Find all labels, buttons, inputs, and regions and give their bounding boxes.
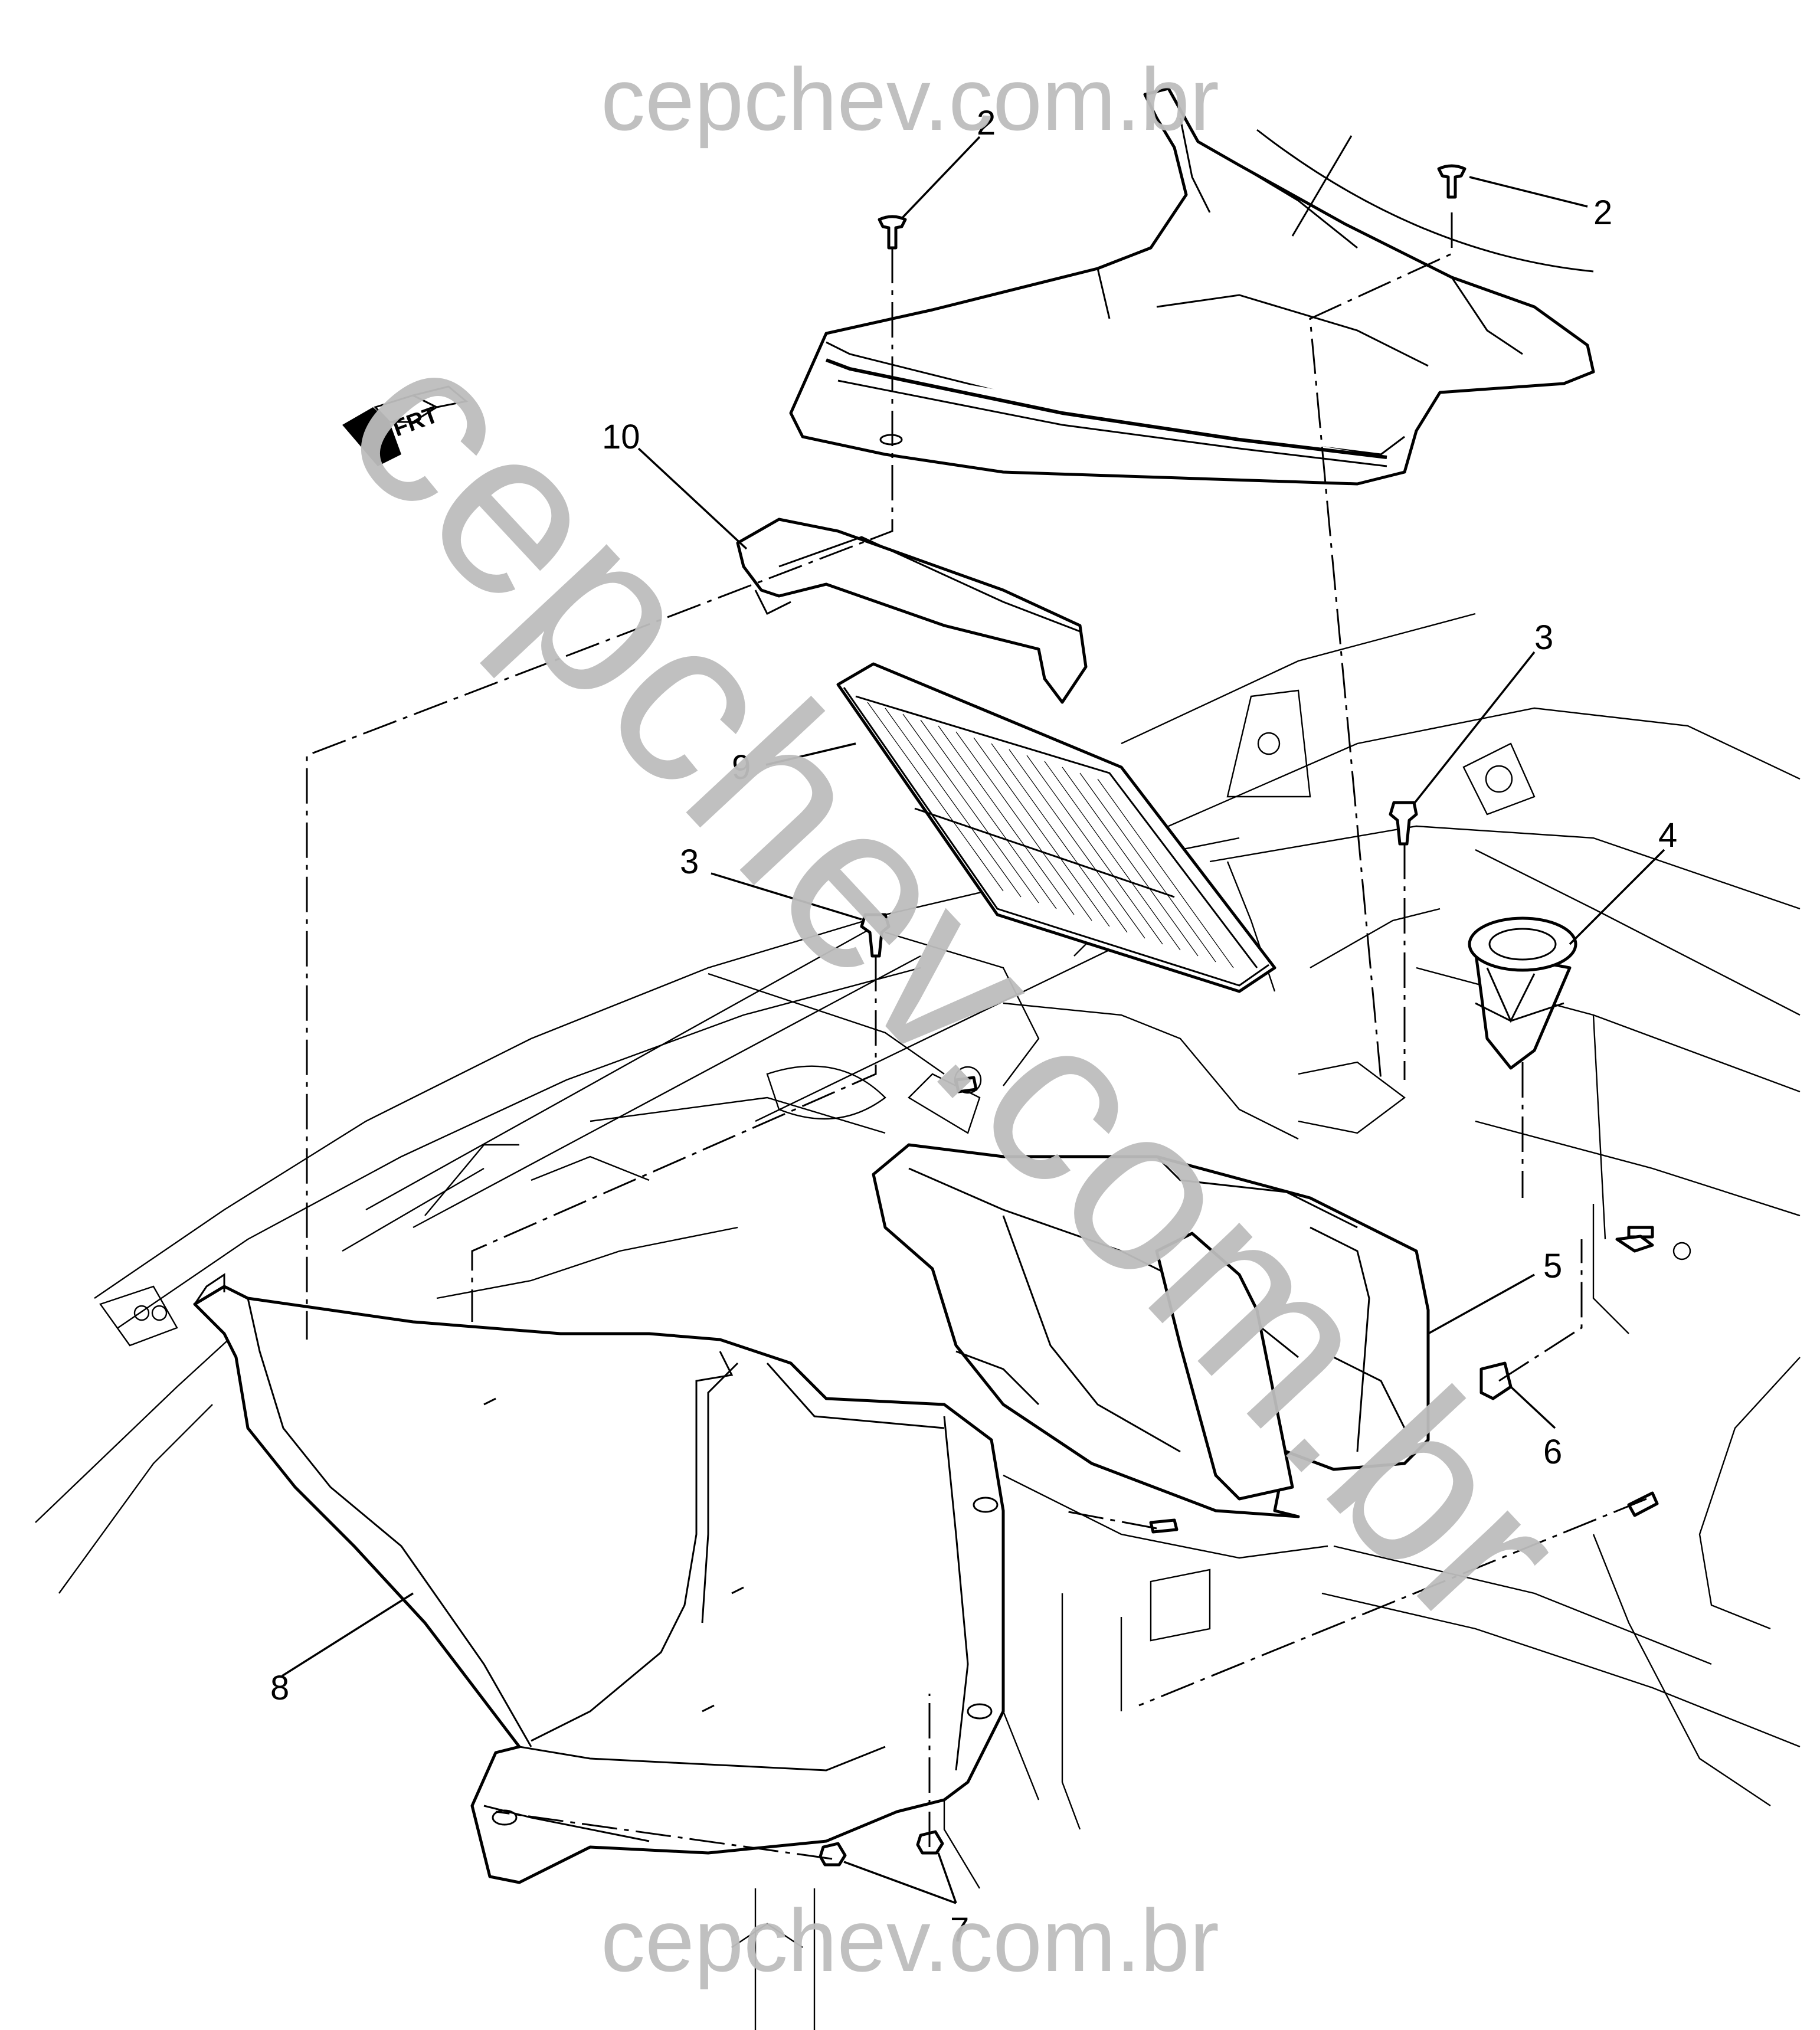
callout-3-right: 3 <box>1534 618 1553 657</box>
callout-5: 5 <box>1543 1247 1562 1285</box>
callout-6: 6 <box>1543 1433 1562 1471</box>
callout-8: 8 <box>270 1669 289 1707</box>
push-pin-2-left <box>878 215 907 250</box>
assembly-guide-lines <box>306 212 1647 1860</box>
front-arrow-icon <box>342 407 401 466</box>
filter-housing <box>872 1143 1430 1518</box>
watermark-top: cepchev.com.br <box>601 50 1219 149</box>
drain-seal-grommet <box>1468 916 1577 1070</box>
bolt-3-right <box>1389 801 1418 846</box>
push-pin-2-right <box>1437 164 1467 199</box>
callout-2-left: 2 <box>977 104 996 142</box>
watermark-bottom: cepchev.com.br <box>601 1891 1219 1990</box>
cabin-filter-cover <box>736 518 1088 704</box>
callout-leaders <box>281 136 1665 1904</box>
callout-2-right: 2 <box>1593 194 1612 232</box>
air-inlet-side-panel <box>193 1273 1005 1884</box>
callout-10: 10 <box>602 418 640 456</box>
callout-9: 9 <box>732 748 751 787</box>
callout-labels: 2 2 10 9 3 3 4 5 6 8 7 <box>270 104 1677 1949</box>
callout-3-left: 3 <box>680 843 699 881</box>
cabin-air-filter <box>836 662 1276 993</box>
callout-4: 4 <box>1658 816 1677 854</box>
fasteners <box>819 164 1659 1867</box>
air-inlet-grille-panel <box>789 87 1595 486</box>
nut-7-left <box>819 1842 847 1867</box>
callout-7: 7 <box>950 1911 969 1949</box>
bolt-3-left <box>860 913 891 958</box>
clip-6 <box>1479 1361 1513 1400</box>
